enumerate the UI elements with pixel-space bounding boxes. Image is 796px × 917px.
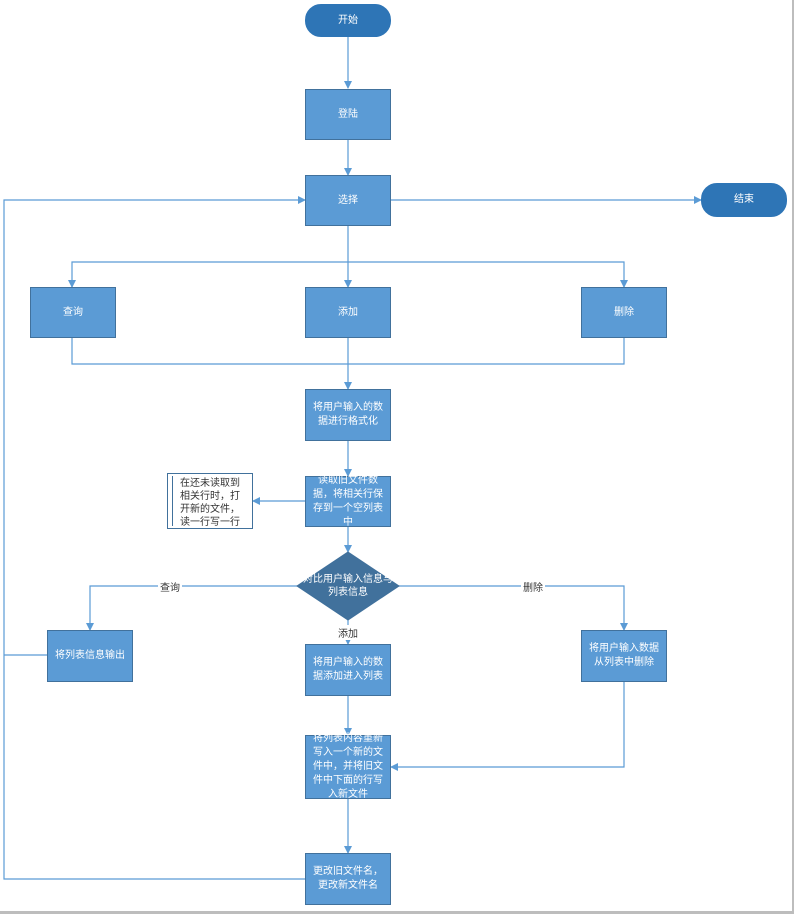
- edge-label-add: 添加: [336, 625, 360, 640]
- edge-delete-rewrite: [390, 682, 625, 771]
- end-terminal: 结束: [701, 183, 787, 217]
- compare-diamond: [296, 551, 400, 621]
- select-step: 选择: [305, 175, 391, 226]
- edge-rename-loop: [3, 196, 306, 880]
- edge-label-delete: 删除: [521, 579, 545, 594]
- rename-step: 更改旧文件名，更改新文件名: [305, 853, 391, 905]
- edge-branch-bus: [71, 261, 625, 287]
- compare-decision-label: 对比用户输入信息与列表信息: [303, 574, 393, 598]
- rewrite-step: 将列表内容重新写入一个新的文件中，并将旧文件中下面的行写入新文件: [305, 733, 391, 800]
- read-file-step: 读取旧文件数据，将相关行保存到一个空列表中: [305, 475, 391, 528]
- add-step: 添加: [305, 287, 391, 338]
- output-list-step: 将列表信息输出: [47, 630, 133, 682]
- edge-label-query: 查询: [158, 579, 182, 594]
- delete-from-list-step: 将用户输入数据从列表中删除: [581, 630, 667, 682]
- edge-compare-query: [86, 585, 298, 631]
- add-to-list-step: 将用户输入的数据添加进入列表: [305, 644, 391, 696]
- login-step: 登陆: [305, 89, 391, 140]
- delete-step: 删除: [581, 287, 667, 338]
- start-terminal: 开始: [305, 4, 391, 37]
- query-step: 查询: [30, 287, 116, 338]
- edge-compare-delete: [398, 585, 628, 631]
- format-step: 将用户输入的数据进行格式化: [305, 389, 391, 441]
- note-annotation: 在还未读取到相关行时，打开新的文件，读一行写一行: [167, 473, 253, 529]
